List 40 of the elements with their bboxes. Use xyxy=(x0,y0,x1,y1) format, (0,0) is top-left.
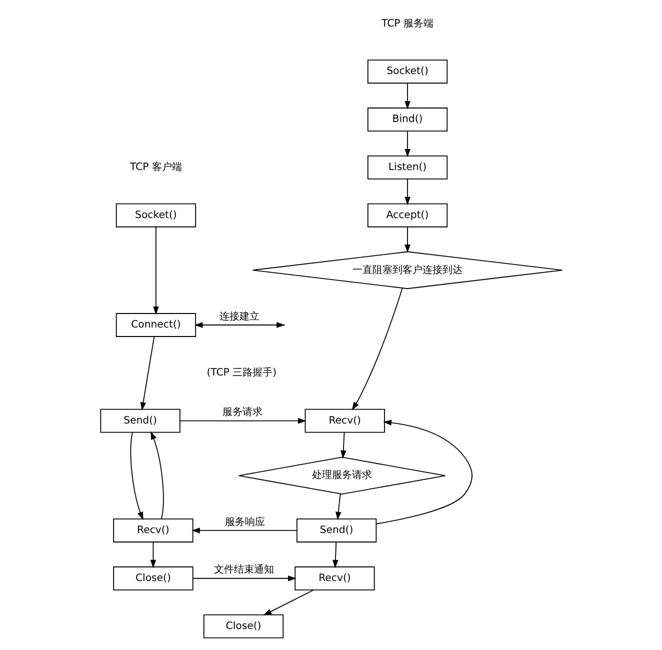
node-diamond: 一直阻塞到客户连接到达 xyxy=(252,251,562,290)
edge-label: 服务请求 xyxy=(222,407,262,418)
node-box: Send() xyxy=(100,408,180,433)
label: (TCP 三路握手) xyxy=(206,367,276,378)
arrow xyxy=(375,420,472,524)
node-box: Recv() xyxy=(112,518,193,542)
node-box: Close() xyxy=(202,614,284,638)
arrow xyxy=(130,432,143,520)
arrow xyxy=(351,288,402,410)
node-box: Recv() xyxy=(304,408,384,433)
arrow xyxy=(404,82,410,110)
arrow xyxy=(150,542,156,568)
arrow xyxy=(340,432,346,459)
arrow xyxy=(192,575,296,582)
arrow xyxy=(404,178,410,206)
arrow xyxy=(191,528,297,534)
arrow xyxy=(262,590,314,616)
label: TCP 客户端 xyxy=(129,162,182,174)
arrow xyxy=(140,336,154,411)
arrow xyxy=(335,493,341,520)
node-diamond: 处理服务请求 xyxy=(238,456,446,495)
arrow xyxy=(150,431,164,520)
edge-label: 文件结束通知 xyxy=(213,564,274,576)
edge-label: 服务响应 xyxy=(224,516,264,528)
arrow xyxy=(179,418,306,424)
node-box: Close() xyxy=(112,566,193,590)
arrow xyxy=(152,226,158,315)
node-box: Socket() xyxy=(115,203,196,228)
node-box: Listen() xyxy=(366,155,448,180)
node-box: Accept() xyxy=(366,203,448,228)
node-box: Send() xyxy=(296,518,376,542)
node-box: Socket() xyxy=(366,60,448,84)
label: TCP 服务端 xyxy=(381,18,434,30)
arrow xyxy=(404,130,410,158)
edge-label: 连接建立 xyxy=(219,311,260,322)
arrow xyxy=(332,542,338,568)
node-box: Connect() xyxy=(115,313,196,337)
arrow xyxy=(404,226,410,253)
node-box: Bind() xyxy=(366,108,448,132)
node-box: Recv() xyxy=(294,566,374,590)
